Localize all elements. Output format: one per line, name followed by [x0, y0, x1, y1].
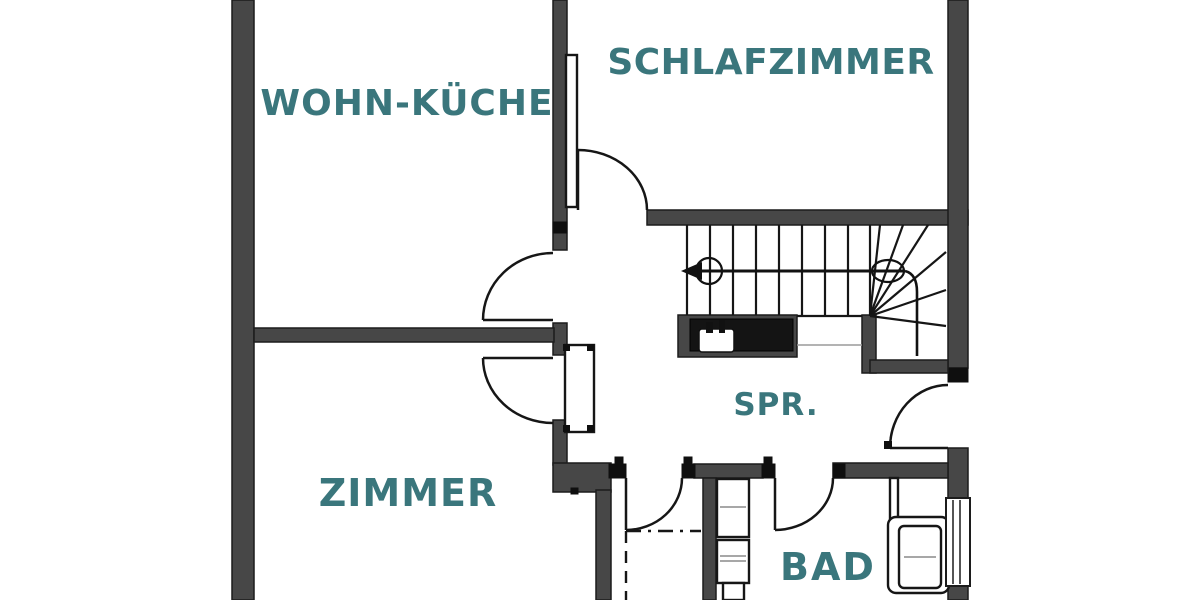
wall-lower-vertical [595, 489, 612, 600]
wc-column [715, 477, 751, 600]
wall-right-top [947, 0, 969, 369]
door-swing-arc [888, 383, 949, 449]
dashed-niche [624, 529, 701, 600]
walls [231, 0, 969, 600]
room-label-schlafzimmer: SCHLAFZIMMER [607, 42, 934, 83]
door-post [832, 463, 846, 479]
fixture-knob-icon [706, 322, 713, 333]
wall-bad-left [702, 477, 717, 600]
fixture-knob-icon [719, 320, 725, 333]
bathtub [886, 476, 951, 595]
stair-walk-line [681, 256, 919, 356]
shaft-block [563, 343, 596, 434]
door-post-tick [763, 456, 773, 466]
wall-jog-block [552, 462, 612, 493]
door-lower-hall [624, 477, 684, 532]
wc-bowl [721, 581, 746, 600]
wall-cap [947, 367, 969, 383]
doors [481, 148, 949, 532]
stair-winder-treads [868, 224, 947, 328]
door-zimmer [481, 356, 554, 425]
understair-cabinet [689, 318, 794, 353]
room-label-spr: SPR. [733, 387, 818, 423]
door-swing-arc [481, 357, 554, 425]
fixtures [563, 53, 971, 600]
door-swing-arc [625, 477, 684, 532]
room-label-bad: BAD [780, 545, 876, 589]
wall-schlafzimmer-bottom [646, 209, 969, 226]
door-bad [773, 477, 835, 532]
door-schlafzimmer [576, 148, 649, 211]
walk-line-start-circle [870, 258, 906, 284]
walk-line-loop [694, 256, 724, 286]
staircase [681, 224, 947, 356]
door-post-tick [683, 456, 693, 466]
door-post [681, 463, 696, 479]
wall-bad-top [832, 462, 949, 479]
door-post [608, 463, 627, 479]
door-leaf-tick [884, 441, 892, 449]
door-spr [884, 383, 949, 450]
window [945, 497, 971, 587]
door-wohn-kueche [481, 251, 554, 322]
door-swing-arc [774, 477, 835, 532]
wall-zimmer-divider [253, 327, 555, 343]
fixture-icon [698, 328, 735, 353]
room-label-zimmer: ZIMMER [319, 471, 498, 515]
door-post [761, 463, 776, 479]
room-labels: WOHN-KÜCHE SCHLAFZIMMER ZIMMER SPR. BAD [260, 42, 934, 589]
wall-winder-bottom [869, 359, 949, 374]
cistern [715, 477, 751, 539]
door-post-tick [614, 456, 624, 466]
wall-left [231, 0, 255, 600]
wall-tick [570, 487, 579, 495]
wall-cap [552, 221, 568, 234]
room-label-wohn-kueche: WOHN-KÜCHE [260, 82, 553, 124]
wall-hall-bottom [693, 463, 764, 479]
door-swing-arc [577, 148, 649, 211]
door-swing-arc [481, 251, 554, 321]
wall-lining [564, 53, 579, 209]
tub-ledge [888, 476, 900, 522]
